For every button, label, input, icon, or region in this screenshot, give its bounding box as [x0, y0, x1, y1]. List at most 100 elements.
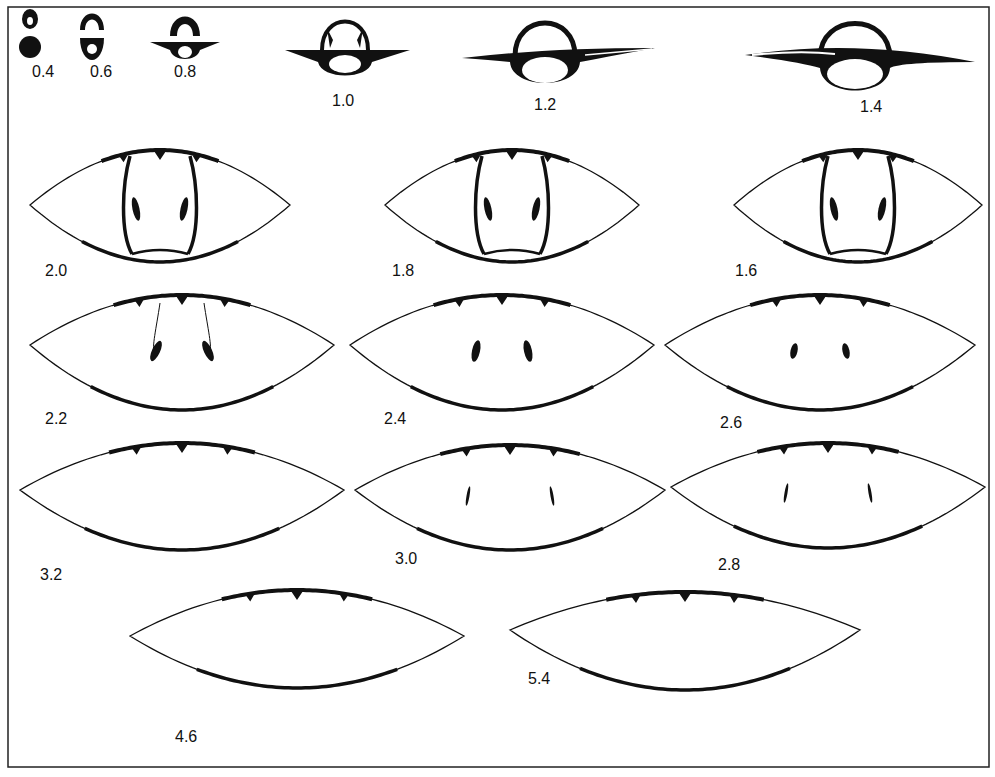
- section-number: 3.0: [395, 550, 417, 568]
- chamber-floor: [830, 250, 886, 254]
- chamber-wall: [822, 156, 895, 254]
- section-outline: [350, 295, 654, 410]
- figure-frame: [8, 7, 989, 767]
- body-lumen: [178, 46, 192, 58]
- lens-section: [510, 592, 860, 690]
- section-number: 0.4: [32, 63, 54, 81]
- inner-body: [549, 486, 555, 506]
- body-lumen: [827, 59, 883, 89]
- inner-body: [789, 342, 799, 359]
- ventral-thickening: [784, 241, 933, 262]
- chamber-floor: [132, 250, 188, 254]
- ventral-thickening: [417, 528, 603, 550]
- lens-section: [355, 445, 665, 550]
- body-lumen: [329, 55, 361, 73]
- ventral-thickening: [85, 528, 279, 550]
- chamber-wall: [476, 156, 549, 254]
- inner-body: [470, 339, 482, 362]
- tube-lumen: [27, 17, 33, 25]
- inner-body: [130, 197, 142, 222]
- ventral-thickening: [91, 387, 273, 410]
- chamber-wall: [153, 303, 210, 355]
- wing-streak: [752, 52, 835, 55]
- dorsal-notch: [132, 444, 233, 455]
- ventral-thickening: [734, 526, 922, 548]
- ventral-thickening: [82, 241, 238, 262]
- inner-body: [522, 339, 534, 362]
- dorsal-notch: [818, 151, 897, 162]
- arch-section: [322, 22, 368, 51]
- lens-section: [385, 150, 639, 262]
- dorsal-notch: [772, 296, 869, 307]
- section-outline: [130, 590, 464, 688]
- dorsal-notch: [779, 444, 877, 454]
- dorsal-notch: [631, 593, 739, 603]
- lens-section: [734, 150, 982, 262]
- arch-lobe: [327, 28, 363, 48]
- inner-body: [200, 339, 217, 362]
- chamber-floor: [484, 250, 540, 254]
- section-number: 3.2: [40, 566, 62, 584]
- lens-section: [130, 590, 464, 688]
- body-lumen: [522, 57, 568, 83]
- arch-section: [80, 14, 104, 31]
- arch-section: [170, 17, 200, 37]
- wing-section: [462, 48, 655, 83]
- section-number: 0.8: [174, 63, 196, 81]
- lens-section: [30, 295, 334, 410]
- chamber-wall: [124, 156, 197, 254]
- dorsal-notch: [462, 446, 559, 457]
- section-outline: [355, 445, 665, 550]
- lens-section: [671, 443, 985, 548]
- lens-section: [350, 295, 654, 410]
- inner-body: [482, 197, 494, 222]
- inner-body: [148, 339, 165, 362]
- section-number: 1.8: [392, 262, 414, 280]
- inner-body: [828, 197, 840, 222]
- section-number: 2.6: [720, 414, 742, 432]
- section-outline: [30, 150, 290, 262]
- lens-sections: [20, 150, 985, 690]
- dorsal-notch: [454, 296, 549, 307]
- ventral-thickening: [197, 669, 397, 688]
- section-number: 1.6: [735, 262, 757, 280]
- section-number: 1.2: [534, 96, 556, 114]
- inner-body: [876, 197, 888, 222]
- section-outline: [20, 443, 344, 550]
- body-section: [80, 38, 104, 60]
- body-lumen: [87, 44, 97, 54]
- wing-section: [285, 50, 410, 76]
- section-outline: [665, 295, 975, 410]
- section-number: 5.4: [528, 670, 550, 688]
- section-outline: [734, 150, 982, 262]
- section-number: 2.2: [45, 410, 67, 428]
- lens-section: [665, 295, 975, 410]
- section-outline: [510, 592, 860, 690]
- wing-section: [150, 42, 220, 59]
- section-number: 1.4: [860, 98, 882, 116]
- section-number: 1.0: [332, 92, 354, 110]
- ventral-thickening: [411, 387, 593, 410]
- inner-body: [783, 483, 789, 503]
- inner-body: [465, 486, 471, 506]
- inner-body: [530, 197, 542, 222]
- tube-section: [22, 9, 38, 29]
- section-outline: [671, 443, 985, 548]
- section-number: 2.4: [384, 410, 406, 428]
- section-number: 4.6: [175, 728, 197, 746]
- dorsal-notch: [134, 296, 229, 307]
- section-number: 0.6: [90, 63, 112, 81]
- inner-body: [841, 342, 851, 359]
- inner-body: [867, 483, 873, 503]
- ventral-thickening: [727, 387, 913, 410]
- section-number: 2.8: [718, 556, 740, 574]
- section-number: 2.0: [45, 262, 67, 280]
- section-outline: [30, 295, 334, 410]
- wing-section: [745, 48, 975, 91]
- body-section: [19, 36, 41, 58]
- ventral-thickening: [436, 241, 588, 262]
- lens-section: [30, 150, 290, 262]
- wing-streak: [585, 49, 652, 55]
